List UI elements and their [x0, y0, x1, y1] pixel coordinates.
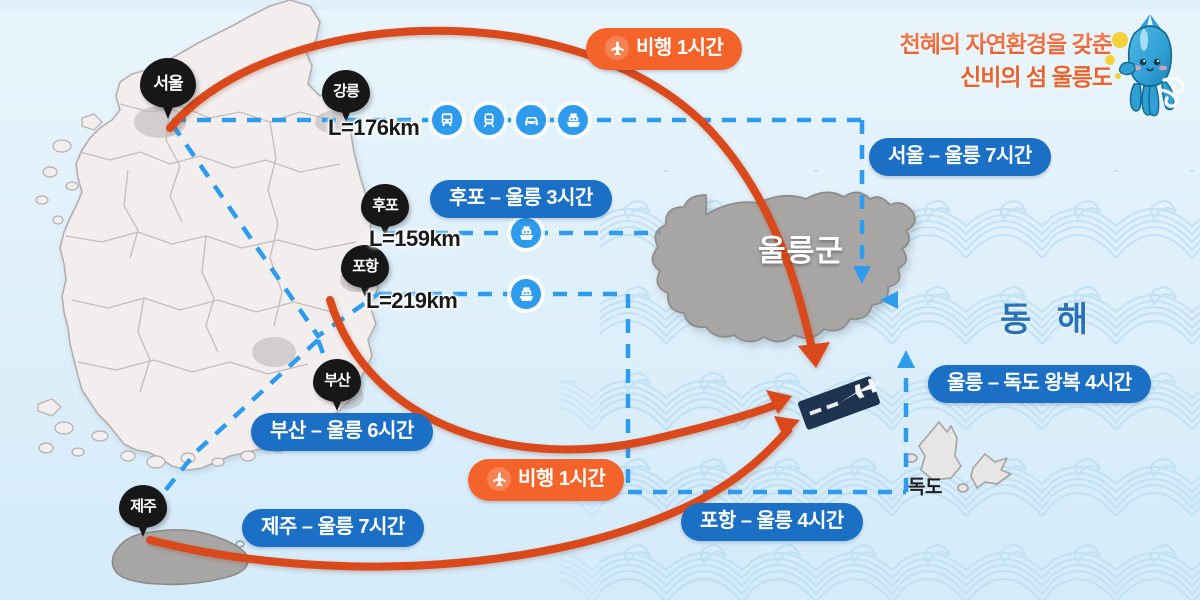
pin-label: 후포: [372, 197, 399, 214]
label-text: 비행 1시간: [636, 37, 724, 59]
ship-glyph: [519, 286, 533, 301]
jeju-island: [111, 528, 249, 586]
east-sea-label: 동 해: [1000, 301, 1097, 339]
label-hupo-ulleung[interactable]: 후포 – 울릉 3시간: [430, 180, 612, 218]
airplane-icon: [487, 467, 511, 491]
dokdo-islets: [905, 421, 1012, 493]
headline-line-1: 천혜의 자연환경을 갖춘: [899, 31, 1112, 57]
pin-bubble: 서울: [140, 58, 196, 108]
ship-glyph: [566, 112, 580, 127]
pin-bubble: 제주: [119, 485, 167, 528]
map-pin-seoul[interactable]: 서울: [140, 58, 196, 108]
ship-icon: [511, 218, 541, 248]
arc-seoul-ulleung: [166, 26, 816, 352]
label-ulleung-dokdo[interactable]: 울릉 – 독도 왕복 4시간: [928, 365, 1151, 403]
label-seoul-ulleung[interactable]: 서울 – 울릉 7시간: [869, 138, 1051, 176]
dokdo-label: 독도: [908, 477, 942, 498]
airplane-icon: [605, 36, 629, 60]
pin-label: 제주: [130, 498, 157, 515]
label-text: 제주 – 울릉 7시간: [261, 516, 405, 538]
distance-hupo-ulleung: L=159km: [369, 226, 461, 251]
label-text: 울릉 – 독도 왕복 4시간: [947, 372, 1132, 394]
headline-line-2: 신비의 섬 울릉도: [960, 64, 1112, 91]
pin-bubble: 강릉: [322, 70, 370, 113]
train-icon: [474, 105, 504, 135]
airplane-glyph: [492, 471, 506, 486]
label-text: 비행 1시간: [518, 468, 606, 490]
label-flight-top[interactable]: 비행 1시간: [586, 28, 743, 70]
arrowhead-seoul-ulleung: [798, 342, 830, 368]
ship-icon: [558, 105, 588, 135]
label-flight-bottom[interactable]: 비행 1시간: [468, 459, 625, 501]
pin-label: 서울: [153, 73, 183, 93]
map-pin-gangneung[interactable]: 강릉: [322, 70, 370, 113]
map-pin-hupo[interactable]: 후포: [361, 184, 409, 227]
label-text: 포항 – 울릉 4시간: [700, 510, 844, 532]
airplane-glyph: [610, 40, 624, 55]
airport-icon: [798, 376, 881, 430]
label-text: 후포 – 울릉 3시간: [449, 187, 593, 209]
train-glyph: [483, 113, 495, 128]
arrowhead-pohang-ulleung: [766, 390, 792, 414]
ship-glyph: [519, 225, 533, 240]
distance-pohang-ulleung: L=219km: [366, 288, 458, 313]
ulleungdo-island: [651, 191, 916, 343]
arc-pohang-ulleung: [326, 296, 782, 454]
ship-icon: [511, 279, 541, 309]
route-seoul-pohang: [170, 122, 380, 340]
label-jeju-ulleung[interactable]: 제주 – 울릉 7시간: [242, 509, 424, 547]
pin-label: 강릉: [333, 83, 360, 100]
arrow-to-ulleung-up: [897, 350, 915, 368]
pin-bubble: 후포: [361, 184, 409, 227]
ulleung-county-label: 울릉군: [758, 235, 844, 268]
arrow-ulleung-side: [880, 291, 898, 309]
headline: 천혜의 자연환경을 갖춘 신비의 섬 울릉도: [800, 28, 1112, 95]
distance-seoul-gangneung: L=176km: [328, 115, 420, 140]
arrowhead-jeju-ulleung: [774, 416, 800, 438]
arc-jeju-ulleung: [146, 426, 792, 571]
bus-icon: [432, 105, 462, 135]
squid-mascot: [1105, 14, 1185, 117]
map-pin-busan[interactable]: 부산: [313, 359, 361, 402]
pin-label: 부산: [324, 372, 351, 389]
route-busan-jeju: [146, 338, 320, 514]
arrow-into-ulleung: [853, 266, 871, 284]
car-icon: [516, 105, 546, 135]
label-pohang-ulleung[interactable]: 포항 – 울릉 4시간: [681, 503, 863, 541]
pin-label: 포항: [352, 258, 379, 275]
sparkle-icons: [1105, 32, 1128, 79]
map-pin-pohang[interactable]: 포항: [341, 245, 389, 288]
map-pin-jeju[interactable]: 제주: [119, 485, 167, 528]
bus-glyph: [441, 113, 453, 126]
pin-bubble: 포항: [341, 245, 389, 288]
label-text: 서울 – 울릉 7시간: [888, 145, 1032, 167]
car-glyph: [524, 116, 538, 125]
pin-bubble: 부산: [313, 359, 361, 402]
label-text: 부산 – 울릉 6시간: [270, 420, 414, 442]
label-busan-ulleung[interactable]: 부산 – 울릉 6시간: [251, 413, 433, 451]
